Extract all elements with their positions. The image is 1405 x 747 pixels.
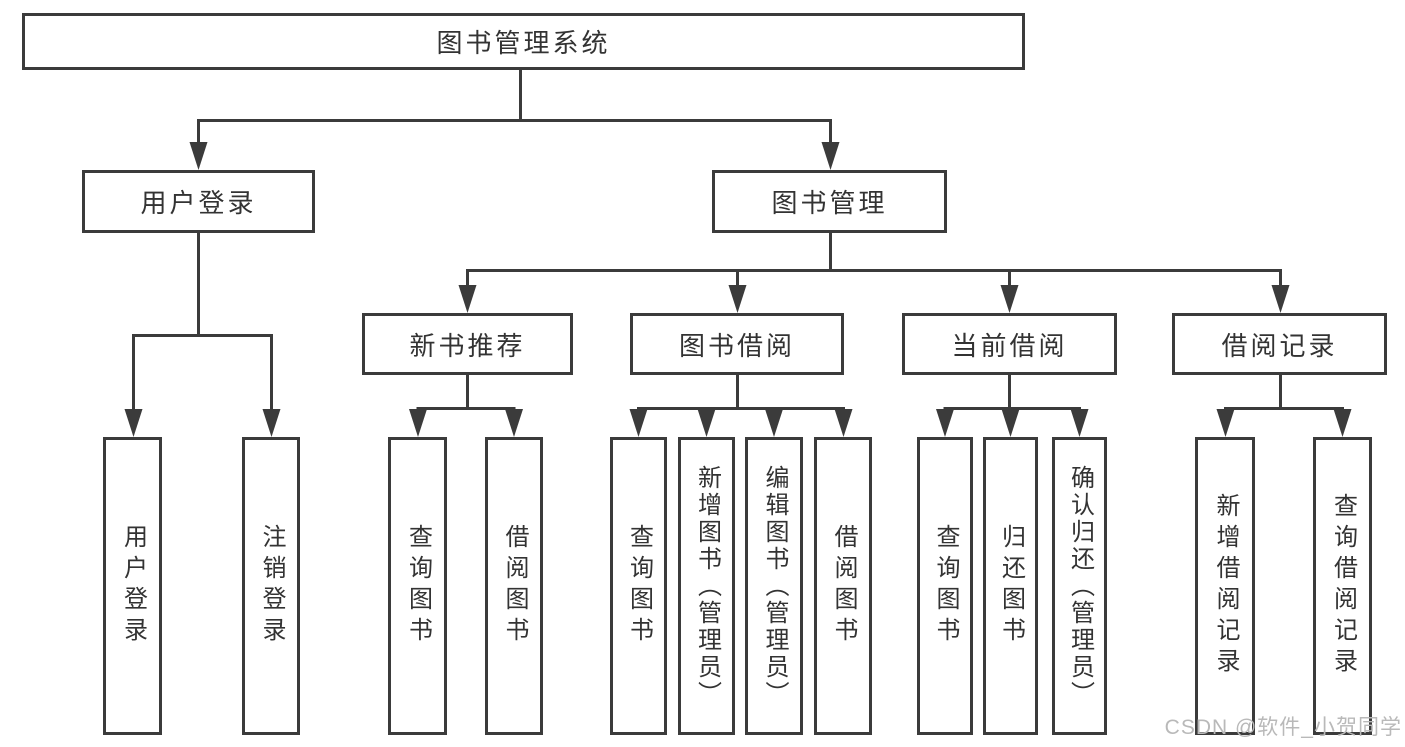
leaf-current-return-label: 归还图书 xyxy=(997,524,1025,648)
watermark: CSDN @软件_小贺同学 xyxy=(1164,716,1402,739)
leaf-borrow-borrow-label: 借阅图书 xyxy=(830,524,857,648)
connector-group xyxy=(132,70,1344,414)
arrowhead xyxy=(189,142,208,170)
connector-newbooks-leaves xyxy=(416,375,516,414)
node-new-books-label: 新书推荐 xyxy=(409,330,526,361)
arrowhead xyxy=(629,409,648,437)
arrowhead xyxy=(1000,285,1019,313)
node-current-borrow: 当前借阅 xyxy=(902,313,1117,375)
leaf-logout-label: 注销登录 xyxy=(258,524,285,648)
leaf-borrow-edit-label: 编辑图书（管理员） xyxy=(761,464,788,708)
leaf-borrow-add: 新增图书（管理员） xyxy=(678,437,735,735)
leaf-newbooks-borrow: 借阅图书 xyxy=(485,437,543,735)
connector-bookmgmt-level3 xyxy=(466,233,1282,289)
leaf-borrow-borrow: 借阅图书 xyxy=(814,437,872,735)
connector-root-level2 xyxy=(197,70,832,146)
node-book-borrow-label: 图书借阅 xyxy=(678,330,795,361)
arrowhead xyxy=(697,409,716,437)
arrowhead xyxy=(765,409,783,437)
node-borrow-records-label: 借阅记录 xyxy=(1221,330,1338,361)
node-user-login: 用户登录 xyxy=(82,170,315,233)
arrowhead xyxy=(834,409,853,437)
leaf-records-add: 新增借阅记录 xyxy=(1195,437,1255,735)
leaf-borrow-add-label: 新增图书（管理员） xyxy=(693,464,721,708)
node-new-books: 新书推荐 xyxy=(362,313,573,375)
arrowhead xyxy=(728,285,747,313)
leaf-records-add-label: 新增借阅记录 xyxy=(1212,493,1239,679)
leaf-borrow-query-label: 查询图书 xyxy=(625,524,653,648)
arrowhead xyxy=(458,285,477,313)
node-book-mgmt-label: 图书管理 xyxy=(771,188,888,218)
connector-userlogin-leaves xyxy=(132,233,273,413)
arrowheads xyxy=(124,142,1352,437)
leaf-logout: 注销登录 xyxy=(242,437,300,735)
leaf-newbooks-query-label: 查询图书 xyxy=(404,524,432,648)
node-book-mgmt: 图书管理 xyxy=(712,170,947,233)
leaf-user-login-label: 用户登录 xyxy=(119,524,147,648)
connector-bookborrow-leaves xyxy=(637,375,845,414)
arrowhead xyxy=(1070,409,1089,437)
leaf-borrow-query: 查询图书 xyxy=(610,437,667,735)
node-root: 图书管理系统 xyxy=(22,13,1025,70)
arrowhead xyxy=(1333,409,1352,437)
arrowhead xyxy=(262,409,281,437)
leaf-records-query-label: 查询借阅记录 xyxy=(1329,493,1357,679)
leaf-current-confirm-label: 确认归还（管理员） xyxy=(1066,464,1094,708)
leaf-newbooks-borrow-label: 借阅图书 xyxy=(501,524,528,648)
arrowhead xyxy=(505,409,523,437)
leaf-user-login: 用户登录 xyxy=(103,437,162,735)
connector-borrowrecords-leaves xyxy=(1224,375,1344,414)
node-user-login-label: 用户登录 xyxy=(140,188,257,218)
arrowhead xyxy=(821,142,840,170)
node-root-label: 图书管理系统 xyxy=(436,28,611,58)
leaf-borrow-edit: 编辑图书（管理员） xyxy=(745,437,803,735)
node-current-borrow-label: 当前借阅 xyxy=(951,330,1068,361)
leaf-current-return: 归还图书 xyxy=(983,437,1038,735)
arrowhead xyxy=(1001,409,1020,437)
connector-currentborrow-leaves xyxy=(943,375,1081,414)
node-borrow-records: 借阅记录 xyxy=(1172,313,1387,375)
arrowhead xyxy=(936,409,954,437)
arrowhead xyxy=(1271,285,1290,313)
node-book-borrow: 图书借阅 xyxy=(630,313,844,375)
leaf-current-query-label: 查询图书 xyxy=(932,524,959,648)
leaf-current-query: 查询图书 xyxy=(917,437,973,735)
arrowhead xyxy=(1216,409,1235,437)
leaf-newbooks-query: 查询图书 xyxy=(388,437,447,735)
arrowhead xyxy=(124,409,143,437)
arrowhead xyxy=(409,409,427,437)
leaf-records-query: 查询借阅记录 xyxy=(1313,437,1372,735)
leaf-current-confirm: 确认归还（管理员） xyxy=(1052,437,1107,735)
